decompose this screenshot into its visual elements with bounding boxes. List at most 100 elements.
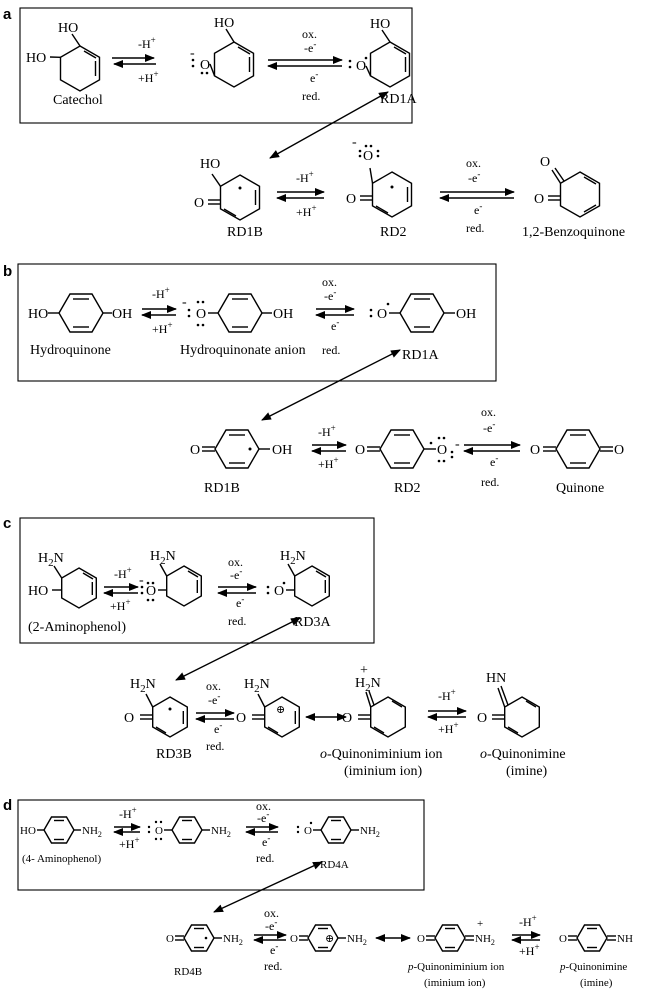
imine-molecule: HN O [477, 671, 540, 738]
aminophenolate-molecule: H2N O - [139, 549, 203, 607]
amine-label: H2N [38, 551, 64, 569]
iminium-nitrogen-label: NH2 [475, 933, 495, 947]
oxygen-label: O [377, 307, 387, 322]
deprotonation-label: -H+ [119, 805, 137, 821]
oxygen-label: O [146, 584, 156, 599]
redox-arrow: ox. -e- e- red. [217, 555, 257, 628]
amine-label: NH2 [347, 933, 367, 947]
deprotonation-label: -H+ [318, 423, 336, 439]
imine-sublabel: (imine) [506, 764, 548, 779]
reduction-label: red. [228, 614, 246, 628]
panel-a: a HO HO Catechol -H+ +H+ HO O - [3, 6, 625, 240]
electron-loss-label: -e- [468, 169, 480, 185]
rd1b-label: RD1B [204, 481, 240, 496]
protonation-label: +H+ [296, 203, 317, 219]
oxidation-label: ox. [206, 679, 221, 693]
oxygen-label: O [534, 192, 544, 207]
cation-charge-label: ⊕ [325, 933, 334, 945]
quinone-label: Quinone [556, 481, 604, 496]
electron-loss-label: -e- [483, 419, 495, 435]
rd1b-radical-molecule: HO O [194, 157, 261, 221]
electron-gain-label: e- [214, 720, 222, 736]
panel-b: b HO OH Hydroquinone -H+ +H+ O - [3, 263, 624, 496]
electron-gain-label: e- [474, 201, 482, 217]
oxygen-label: O [196, 307, 206, 322]
oxygen-label: O [236, 711, 246, 726]
imine-nitrogen-label: NH [617, 933, 633, 945]
redox-arrow: ox. -e- e- red. [253, 906, 287, 973]
benzoquinone-label: 1,2-Benzoquinone [522, 225, 625, 240]
deprotonation-label: -H+ [519, 913, 537, 929]
amine-label: H2N [244, 677, 270, 695]
hydroxyl-label: HO [28, 584, 48, 599]
amine-label: NH2 [223, 933, 243, 947]
charge-label: - [190, 46, 195, 61]
oxygen-label: O [540, 155, 550, 170]
amine-label: NH2 [211, 825, 231, 839]
oxidation-label: ox. [256, 799, 271, 813]
oxidation-label: ox. [466, 156, 481, 170]
hydroxyl-label: HO [370, 17, 390, 32]
panel-b-box [17, 263, 497, 382]
equilibrium-arrow: -H+ +H+ [141, 285, 177, 336]
cation-molecule: O ⊕ NH2 [290, 924, 367, 952]
oxygen-label: O [155, 825, 163, 837]
oxygen-label: O [190, 443, 200, 458]
hydroxyl-label: HO [214, 16, 234, 31]
amine-label: H2N [150, 549, 176, 567]
imine-molecule: O NH [559, 924, 633, 952]
iminium-molecule: H2N + O [342, 663, 406, 738]
resonance-arrow [261, 349, 401, 421]
protonation-label: +H+ [152, 320, 173, 336]
rd3a-label: RD3A [294, 615, 331, 630]
hydroxyl-label: OH [112, 307, 132, 322]
hydroxyl-label: HO [20, 825, 36, 837]
oxygen-label: O [194, 196, 204, 211]
amine-label: H2N [280, 549, 306, 567]
hydroxyl-label: HO [58, 21, 78, 36]
hydroquinonate-label: Hydroquinonate anion [180, 343, 306, 358]
electron-loss-label: -e- [324, 287, 336, 303]
resonance-arrow [175, 617, 301, 681]
charge-label: - [455, 437, 460, 452]
rd4a-radical-molecule: O NH2 [296, 816, 380, 844]
oxygen-label: O [417, 933, 425, 945]
cation-molecule: H2N O ⊕ [236, 677, 300, 738]
rd2-label: RD2 [380, 225, 406, 240]
deprotonation-label: -H+ [438, 687, 456, 703]
protonation-label: +H+ [138, 69, 159, 85]
electron-gain-label: e- [310, 69, 318, 85]
deprotonation-label: -H+ [114, 565, 132, 581]
oxygen-label: O [124, 711, 134, 726]
equilibrium-arrow: -H+ +H+ [511, 913, 541, 958]
rd1a-label: RD1A [402, 348, 439, 363]
charge-label: + [477, 918, 483, 930]
oxygen-label: O [355, 443, 365, 458]
panel-c-letter: c [3, 515, 11, 532]
equilibrium-arrow: -H+ +H+ [276, 169, 325, 219]
resonance-arrow [269, 91, 389, 159]
catechol-molecule: HO HO [26, 21, 101, 92]
oxygen-label: O [614, 443, 624, 458]
panel-a-box [19, 7, 413, 124]
panel-d-box [17, 799, 425, 891]
electron-loss-label: -e- [304, 39, 316, 55]
electron-gain-label: e- [262, 833, 270, 849]
rd1a-label: RD1A [380, 92, 417, 107]
panel-c: c H2N HO (2-Aminophenol) -H+ +H+ H2N O - [3, 515, 566, 779]
equilibrium-arrow: -H+ +H+ [311, 423, 347, 471]
rd4a-label: RD4A [320, 859, 349, 871]
redox-arrow: ox. -e- e- red. [315, 275, 355, 357]
protonation-label: +H+ [438, 720, 459, 736]
electron-loss-label: -e- [230, 566, 242, 582]
hydroxyl-label: HO [26, 51, 46, 66]
charge-label: + [360, 663, 368, 678]
oxygen-label: O [304, 825, 312, 837]
iminium-nitrogen-label: H2N [355, 676, 381, 694]
oxidation-label: ox. [322, 275, 337, 289]
resonance-arrow [213, 861, 323, 913]
imine-label: p-Quinonimine [559, 961, 627, 973]
aminophenol-molecule: HO NH2 [20, 816, 102, 844]
deprotonation-label: -H+ [138, 35, 156, 51]
hydroxyl-label: HO [200, 157, 220, 172]
